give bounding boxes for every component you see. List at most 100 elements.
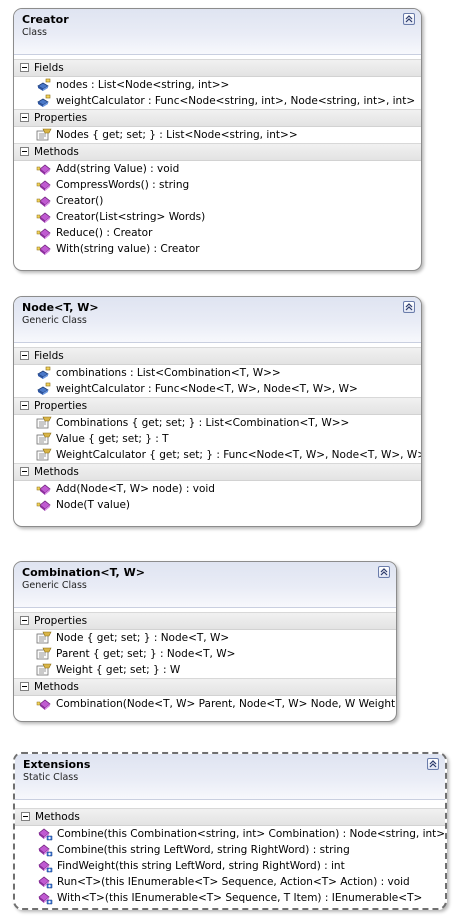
member-row[interactable]: Weight { get; set; } : W: [14, 662, 396, 678]
property-icon: [36, 128, 52, 142]
compartment-header[interactable]: Methods: [14, 463, 421, 481]
compartment-fields: Fields combinations : List<Combination<T,…: [14, 347, 421, 397]
compartment-header[interactable]: Properties: [14, 397, 421, 415]
compartment-header[interactable]: Fields: [14, 59, 421, 77]
class-name: Creator: [22, 13, 69, 26]
collapse-minus-icon[interactable]: [20, 616, 29, 625]
collapse-minus-icon[interactable]: [20, 113, 29, 122]
class-name: Extensions: [23, 758, 91, 771]
method-icon: [36, 498, 52, 512]
extension-method-icon: [37, 827, 53, 841]
class-header: Combination<T, W> Generic Class: [14, 562, 396, 608]
method-icon: [36, 194, 52, 208]
compartment-title: Methods: [34, 681, 79, 693]
member-label: Value { get; set; } : T: [56, 433, 169, 445]
member-row[interactable]: Value { get; set; } : T: [14, 431, 421, 447]
collapse-chevron-icon[interactable]: [378, 566, 390, 578]
compartment-header[interactable]: Methods: [14, 678, 396, 696]
compartment-header[interactable]: Properties: [14, 109, 421, 127]
collapse-minus-icon[interactable]: [20, 147, 29, 156]
member-row[interactable]: Node { get; set; } : Node<T, W>: [14, 630, 396, 646]
collapse-chevron-icon[interactable]: [403, 301, 415, 313]
field-icon: [36, 382, 52, 396]
member-row[interactable]: With(string value) : Creator: [14, 241, 421, 257]
member-label: Weight { get; set; } : W: [56, 664, 181, 676]
member-row[interactable]: WeightCalculator { get; set; } : Func<No…: [14, 447, 421, 463]
member-label: Combinations { get; set; } : List<Combin…: [56, 417, 350, 429]
compartment-title: Fields: [34, 350, 64, 362]
member-row[interactable]: Creator(List<string> Words): [14, 209, 421, 225]
compartment-title: Methods: [34, 146, 79, 158]
member-label: Reduce() : Creator: [56, 227, 153, 239]
member-row[interactable]: combinations : List<Combination<T, W>>: [14, 365, 421, 381]
member-row[interactable]: weightCalculator : Func<Node<T, W>, Node…: [14, 381, 421, 397]
compartment-header[interactable]: Methods: [14, 143, 421, 161]
member-row[interactable]: Reduce() : Creator: [14, 225, 421, 241]
compartment-title: Properties: [34, 112, 88, 124]
member-label: Node(T value): [56, 499, 131, 511]
compartment-header[interactable]: Fields: [14, 347, 421, 365]
member-row[interactable]: Add(string Value) : void: [14, 161, 421, 177]
member-label: With<T>(this IEnumerable<T> Sequence, T …: [57, 892, 423, 904]
class-combination[interactable]: Combination<T, W> Generic Class Properti…: [13, 561, 397, 722]
member-row[interactable]: Combine(this Combination<string, int> Co…: [15, 826, 445, 842]
class-name: Combination<T, W>: [22, 566, 145, 579]
member-row[interactable]: CompressWords() : string: [14, 177, 421, 193]
member-row[interactable]: Parent { get; set; } : Node<T, W>: [14, 646, 396, 662]
method-icon: [36, 162, 52, 176]
member-row[interactable]: Nodes { get; set; } : List<Node<string, …: [14, 127, 421, 143]
member-label: Nodes { get; set; } : List<Node<string, …: [56, 129, 298, 141]
collapse-chevron-icon[interactable]: [403, 13, 415, 25]
compartment-header[interactable]: Properties: [14, 612, 396, 630]
collapse-minus-icon[interactable]: [21, 812, 30, 821]
property-icon: [36, 448, 52, 462]
field-icon: [36, 366, 52, 380]
member-row[interactable]: nodes : List<Node<string, int>>: [14, 77, 421, 93]
method-icon: [36, 482, 52, 496]
member-row[interactable]: Combinations { get; set; } : List<Combin…: [14, 415, 421, 431]
member-row[interactable]: weightCalculator : Func<Node<string, int…: [14, 93, 421, 109]
class-kind: Generic Class: [22, 580, 87, 591]
member-label: Add(Node<T, W> node) : void: [56, 483, 215, 495]
member-label: WeightCalculator { get; set; } : Func<No…: [56, 449, 422, 461]
class-node[interactable]: Node<T, W> Generic Class Fields combinati…: [13, 296, 422, 527]
collapse-minus-icon[interactable]: [20, 467, 29, 476]
compartment-title: Methods: [35, 811, 80, 823]
collapse-minus-icon[interactable]: [20, 682, 29, 691]
member-row[interactable]: FindWeight(this string LeftWord, string …: [15, 858, 445, 874]
class-kind: Static Class: [23, 772, 79, 783]
collapse-minus-icon[interactable]: [20, 401, 29, 410]
collapse-chevron-icon[interactable]: [427, 758, 439, 770]
property-icon: [36, 416, 52, 430]
member-row[interactable]: Run<T>(this IEnumerable<T> Sequence, Act…: [15, 874, 445, 890]
method-icon: [36, 697, 52, 711]
member-row[interactable]: Combination(Node<T, W> Parent, Node<T, W…: [14, 696, 396, 712]
class-creator[interactable]: Creator Class Fields nodes : List<Node<st…: [13, 8, 422, 271]
member-label: weightCalculator : Func<Node<string, int…: [56, 95, 416, 107]
class-kind: Class: [22, 27, 47, 38]
member-label: Creator(List<string> Words): [56, 211, 206, 223]
collapse-minus-icon[interactable]: [20, 63, 29, 72]
compartment-title: Fields: [34, 62, 64, 74]
compartment-title: Methods: [34, 466, 79, 478]
member-row[interactable]: Node(T value): [14, 497, 421, 513]
member-label: With(string value) : Creator: [56, 243, 200, 255]
class-header: Node<T, W> Generic Class: [14, 297, 421, 343]
member-label: Add(string Value) : void: [56, 163, 180, 175]
member-row[interactable]: Add(Node<T, W> node) : void: [14, 481, 421, 497]
extension-method-icon: [37, 843, 53, 857]
member-label: Node { get; set; } : Node<T, W>: [56, 632, 230, 644]
method-icon: [36, 242, 52, 256]
member-row[interactable]: Combine(this string LeftWord, string Rig…: [15, 842, 445, 858]
member-row[interactable]: With<T>(this IEnumerable<T> Sequence, T …: [15, 890, 445, 906]
collapse-minus-icon[interactable]: [20, 351, 29, 360]
member-row[interactable]: Creator(): [14, 193, 421, 209]
class-header: Extensions Static Class: [15, 754, 445, 800]
member-label: CompressWords() : string: [56, 179, 190, 191]
member-label: FindWeight(this string LeftWord, string …: [57, 860, 345, 872]
compartment-header[interactable]: Methods: [15, 808, 445, 826]
